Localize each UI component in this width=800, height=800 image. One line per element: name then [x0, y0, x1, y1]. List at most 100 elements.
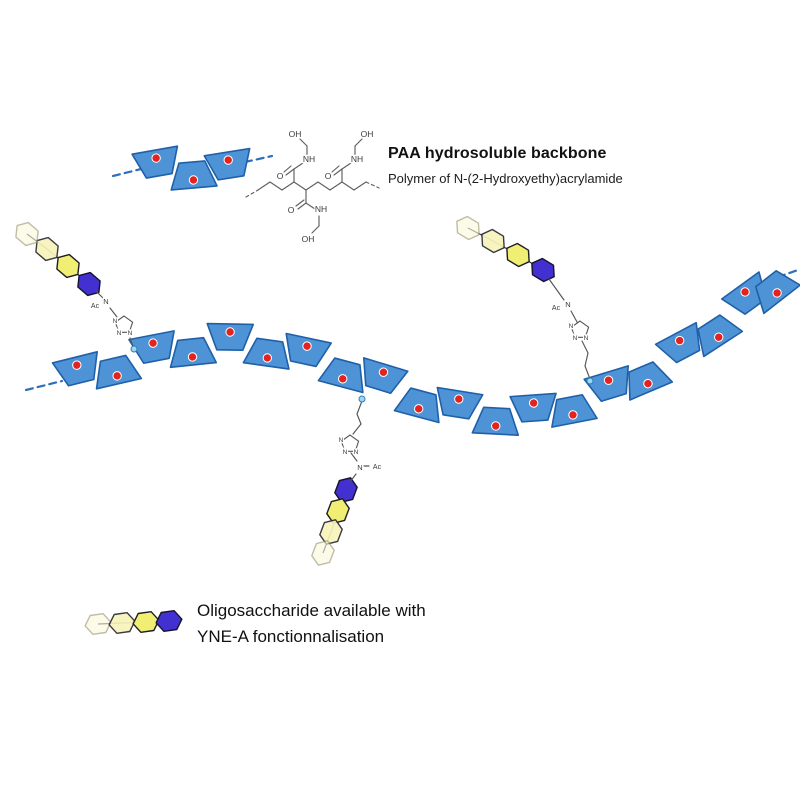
hexagon-shape — [531, 257, 555, 283]
backbone-unit-shape — [363, 357, 409, 395]
linkage-dot — [740, 287, 750, 297]
legend-backbone-unit — [131, 145, 179, 179]
branch-anchor-dot — [586, 377, 594, 385]
backbone-unit — [436, 386, 484, 420]
hexagon-shape — [84, 612, 112, 636]
backbone-unit — [95, 354, 143, 390]
backbone-unit — [317, 357, 364, 394]
backbone-unit — [393, 387, 440, 424]
legend-hexagon-pale — [108, 611, 136, 635]
saccharide-hexagon-yellow — [56, 253, 80, 279]
chem-atom-label: OH — [361, 129, 374, 139]
backbone-unit — [628, 361, 674, 401]
linkage-dot — [112, 371, 122, 381]
chem-bond — [305, 202, 316, 210]
hexagon-shape — [77, 271, 101, 297]
chem-bond — [299, 138, 308, 147]
backbone-unit — [128, 330, 175, 365]
chem-atom-label: O — [325, 171, 332, 181]
backbone-unit — [242, 337, 290, 370]
chem-bond — [317, 181, 331, 191]
chem-double-bond — [297, 202, 307, 210]
chain-continuation-dash — [111, 167, 143, 178]
legend-backbone-unit — [170, 160, 218, 191]
branch-anchor-dot — [130, 345, 138, 353]
oligosaccharide-connector — [467, 227, 544, 271]
backbone-unit — [697, 314, 744, 358]
oligo-legend-line1: Oligosaccharide available with — [197, 601, 426, 620]
linker-atom-label: N — [343, 449, 348, 456]
hexagon-shape — [15, 221, 39, 247]
linkage-dot — [187, 352, 198, 362]
linker-bond — [352, 423, 362, 435]
linker-bond — [349, 473, 357, 483]
linker-atom-label: N — [103, 297, 108, 306]
saccharide-hexagon-pale — [481, 228, 505, 254]
chem-bond — [341, 162, 352, 170]
chem-chain-continuation — [245, 189, 259, 198]
linkage-dot — [603, 375, 614, 385]
backbone-unit — [583, 365, 629, 403]
linkage-dot — [151, 153, 161, 163]
backbone-unit — [654, 321, 701, 364]
hexagon-shape — [481, 228, 505, 254]
backbone-unit-shape — [169, 336, 218, 369]
triazole-ring — [570, 320, 590, 338]
chem-bond — [257, 181, 271, 191]
chem-double-bond — [285, 168, 295, 176]
linker-atom-label: N — [357, 463, 362, 472]
triazole-ring — [340, 434, 360, 452]
chain-continuation-dash — [24, 379, 64, 392]
linkage-dot — [223, 155, 233, 165]
linkage-dot — [454, 394, 464, 404]
backbone-unit — [363, 357, 409, 395]
chem-bond — [269, 181, 283, 191]
chem-atom-label: NH — [303, 154, 315, 164]
legend-hexagon-palest — [84, 612, 112, 636]
backbone-unit-shape — [471, 406, 520, 436]
backbone-unit — [51, 351, 98, 387]
chem-bond — [353, 181, 367, 191]
linker-bond — [584, 352, 589, 367]
linker-bond — [584, 365, 591, 380]
chem-atom-label: O — [277, 171, 284, 181]
chem-atom-label: NH — [315, 204, 327, 214]
chem-atom-label: OH — [302, 234, 315, 244]
backbone-unit-shape — [242, 337, 290, 370]
linkage-dot — [643, 378, 653, 389]
legend-backbone-unit — [203, 147, 251, 181]
hexagon-shape — [456, 215, 480, 241]
linkage-dot — [772, 288, 782, 298]
linkage-dot — [528, 398, 539, 408]
linkage-dot — [338, 374, 348, 384]
hexagon-shape — [56, 253, 80, 279]
linker-atom-label: N — [569, 323, 574, 330]
linkage-dot — [714, 332, 724, 342]
backbone-unit-shape — [436, 386, 484, 420]
backbone-legend-title: PAA hydrosoluble backbone — [388, 145, 607, 162]
linker-atom-label: N — [584, 335, 589, 342]
backbone-unit — [551, 393, 598, 428]
linker-bond — [581, 340, 589, 354]
backbone-unit-shape — [583, 365, 629, 403]
linker-bond — [95, 290, 104, 299]
backbone-unit-shape — [509, 392, 557, 423]
linker-atom-label: N — [128, 330, 133, 337]
chem-bond — [293, 162, 304, 170]
backbone-unit — [285, 332, 333, 368]
linker-atom-label: Ac — [91, 303, 100, 310]
linker-atom-label: Ac — [552, 305, 561, 312]
linkage-dot — [302, 341, 312, 351]
backbone-legend-subtitle: Polymer of N-(2-Hydroxyethy)acrylamide — [388, 171, 623, 186]
backbone-unit-shape — [317, 357, 364, 394]
legend-hexagon-blue — [155, 609, 183, 633]
linker-atom-label: N — [339, 437, 344, 444]
oligo-legend-line2: YNE-A fonctionnalisation — [197, 627, 385, 646]
backbone-unit-shape — [51, 351, 98, 387]
linker-bond — [350, 452, 358, 462]
linkage-dot — [72, 360, 82, 370]
linker-atom-label: N — [117, 330, 122, 337]
chem-bond — [354, 138, 363, 147]
